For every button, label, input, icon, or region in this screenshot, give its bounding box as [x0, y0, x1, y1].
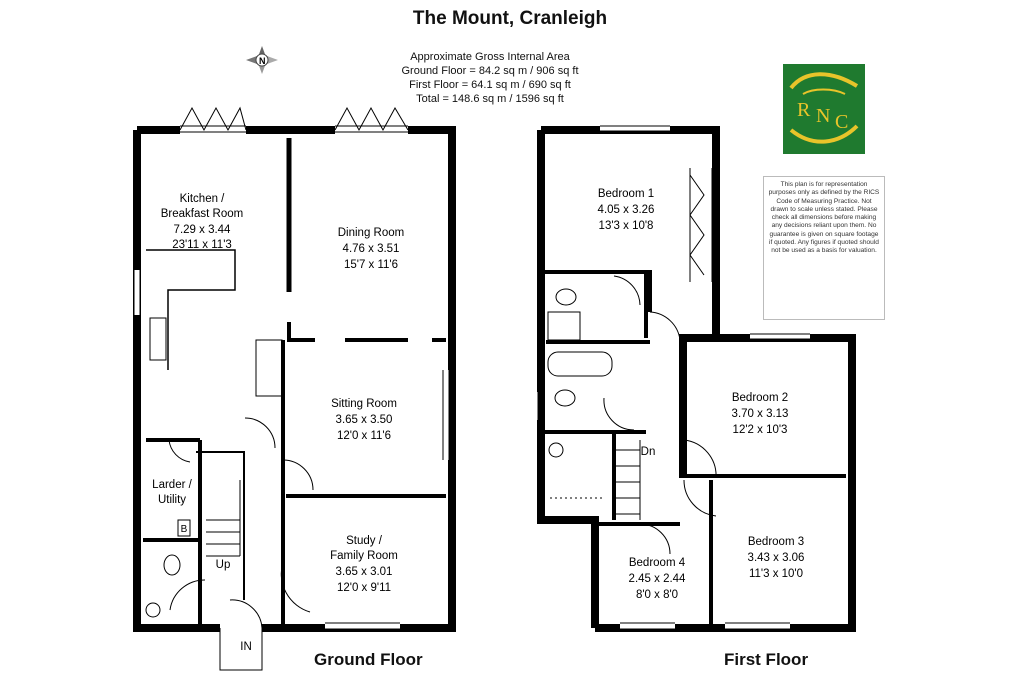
- svg-text:N: N: [259, 56, 266, 66]
- dining-name: Dining Room: [338, 227, 404, 239]
- sitting-name: Sitting Room: [331, 398, 397, 410]
- area-heading: Approximate Gross Internal Area: [410, 51, 570, 63]
- bed2-metric: 3.70 x 3.13: [732, 408, 789, 420]
- sitting-imperial: 12'0 x 11'6: [337, 430, 391, 442]
- area-ground: Ground Floor = 84.2 sq m / 906 sq ft: [401, 65, 579, 77]
- bed2-imperial: 12'2 x 10'3: [733, 424, 788, 436]
- bed3-imperial: 11'3 x 10'0: [749, 568, 803, 580]
- study-name: Study /: [346, 535, 383, 547]
- bed1-imperial: 13'3 x 10'8: [599, 220, 654, 232]
- larder-name: Larder /: [152, 479, 192, 491]
- bed4-name: Bedroom 4: [629, 557, 686, 569]
- svg-text:N: N: [816, 105, 830, 127]
- kitchen-name2: Breakfast Room: [161, 208, 243, 220]
- bed3-metric: 3.43 x 3.06: [748, 552, 805, 564]
- kitchen-metric: 7.29 x 3.44: [174, 224, 232, 236]
- bed2-name: Bedroom 2: [732, 392, 788, 404]
- study-imperial: 12'0 x 9'11: [337, 582, 391, 594]
- bed4-metric: 2.45 x 2.44: [629, 573, 687, 585]
- dining-imperial: 15'7 x 11'6: [344, 259, 398, 271]
- bed1-metric: 4.05 x 3.26: [598, 204, 655, 216]
- dining-metric: 4.76 x 3.51: [343, 243, 400, 255]
- kitchen-imperial: 23'11 x 11'3: [172, 239, 232, 251]
- sitting-metric: 3.65 x 3.50: [336, 414, 393, 426]
- stairs-down-label: Dn: [641, 446, 656, 458]
- ground-floor-label: Ground Floor: [314, 650, 423, 669]
- area-first: First Floor = 64.1 sq m / 690 sq ft: [409, 79, 571, 91]
- kitchen-name: Kitchen /: [180, 193, 226, 205]
- bed3-name: Bedroom 3: [748, 536, 804, 548]
- boiler-mark: B: [181, 524, 188, 535]
- page-title: The Mount, Cranleigh: [412, 8, 608, 29]
- agent-logo: R N C: [783, 64, 865, 154]
- bed4-imperial: 8'0 x 8'0: [636, 589, 678, 601]
- bed1-name: Bedroom 1: [598, 188, 654, 200]
- larder-name2: Utility: [158, 494, 186, 506]
- study-name2: Family Room: [330, 550, 398, 562]
- svg-text:C: C: [835, 111, 848, 133]
- study-metric: 3.65 x 3.01: [336, 566, 393, 578]
- disclaimer-box: This plan is for representation purposes…: [763, 176, 885, 320]
- entrance-label: IN: [240, 641, 252, 653]
- stairs-up-label: Up: [216, 559, 231, 571]
- compass-icon: N: [244, 44, 280, 76]
- area-total: Total = 148.6 sq m / 1596 sq ft: [416, 93, 564, 105]
- first-floor-label: First Floor: [724, 650, 809, 669]
- svg-text:R: R: [797, 99, 811, 121]
